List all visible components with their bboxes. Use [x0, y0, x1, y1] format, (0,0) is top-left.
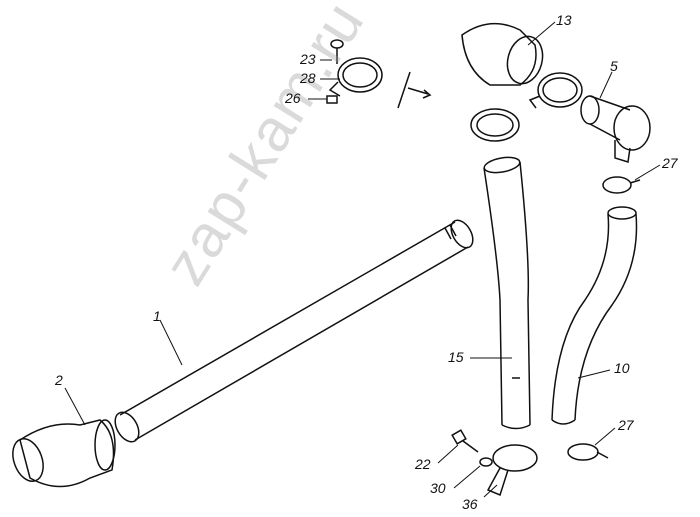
callout-26: 26 [285, 90, 301, 106]
callout-30: 30 [430, 480, 446, 496]
callout-23: 23 [300, 51, 316, 67]
washer-30 [479, 457, 493, 467]
direction-arrow [397, 71, 432, 109]
clamp-top-middle [528, 72, 583, 109]
callout-22: 22 [415, 456, 431, 472]
leader-lines [64, 21, 661, 498]
bracket-36 [486, 444, 538, 497]
callout-13: 13 [556, 12, 572, 28]
callout-36: 36 [462, 496, 478, 512]
callout-27-bottom: 27 [618, 417, 634, 433]
callout-5: 5 [610, 58, 618, 74]
pipe-1 [114, 219, 474, 443]
clamp-top-left [328, 57, 383, 97]
callout-1: 1 [153, 308, 161, 324]
fitting-5 [580, 95, 651, 163]
clamp-middle [470, 108, 520, 142]
callout-28: 28 [300, 70, 316, 86]
bolt-22 [451, 429, 479, 453]
bolt-23 [330, 39, 344, 64]
clamp-27-top [602, 176, 641, 194]
pipe-15 [483, 156, 531, 430]
callout-10: 10 [614, 360, 630, 376]
hose-13 [461, 22, 544, 86]
callout-27-top: 27 [662, 155, 678, 171]
callout-2: 2 [55, 372, 63, 388]
callout-15: 15 [448, 349, 464, 365]
clamp-27-bottom [567, 443, 609, 461]
hose-10 [551, 206, 638, 425]
elbow-2 [12, 419, 116, 488]
